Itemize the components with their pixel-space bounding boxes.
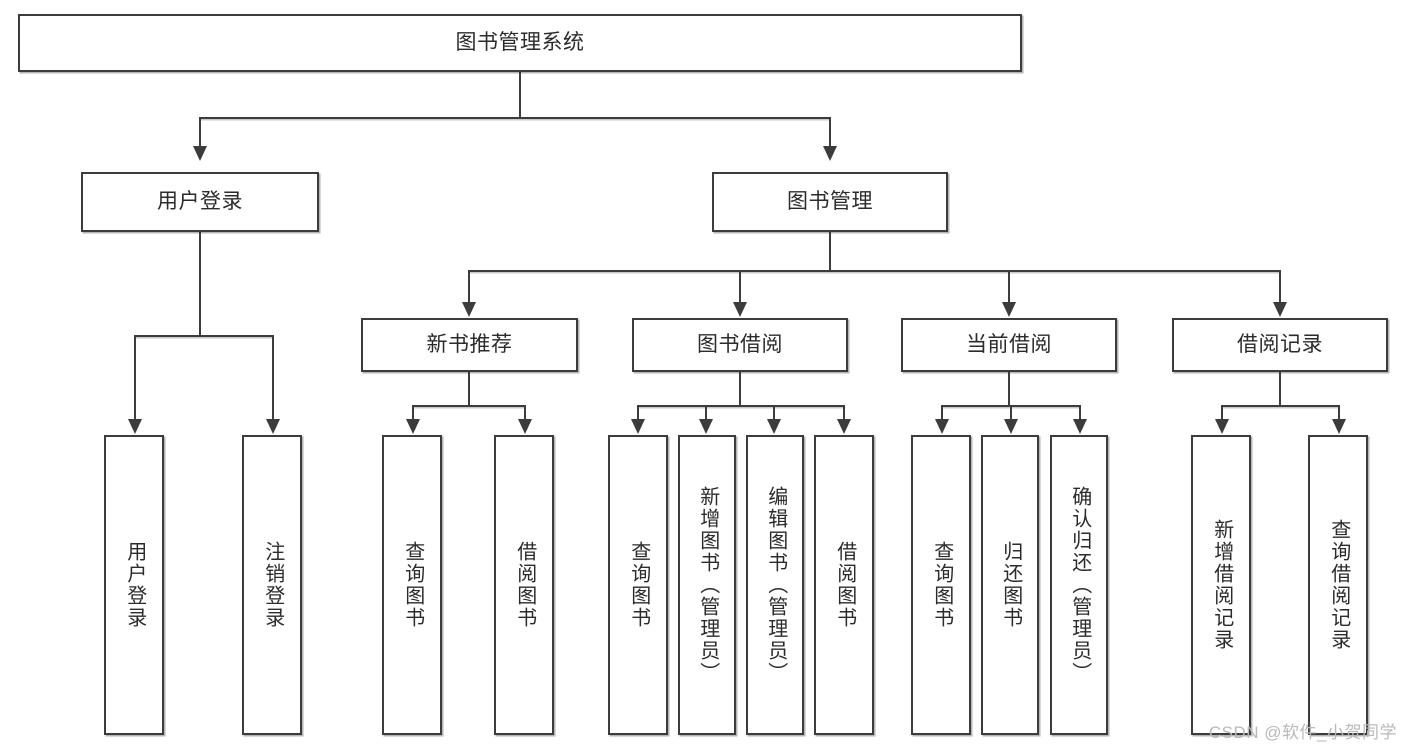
arrow-book-borrow-child-3 [767,419,781,434]
node-label: 查询图书 [401,541,424,629]
leaf-new-book-borrow-book[interactable]: 借阅图书 [494,435,554,735]
arrow-borrow-record-child-1 [1215,419,1229,434]
arrow-to-borrow-record [1273,302,1287,317]
node-label: 查询借阅记录 [1327,519,1350,651]
connector-current-borrow-stem [1008,372,1010,406]
node-current-borrow[interactable]: 当前借阅 [901,318,1117,372]
node-label: 归还图书 [999,541,1022,629]
node-label: 图书管理系统 [455,30,585,54]
arrow-current-borrow-child-1 [935,419,949,434]
node-label: 借阅图书 [833,541,856,629]
connector-level3-bus [468,270,1280,272]
connector-new-book-child-1 [412,405,414,420]
leaf-borrow-record-add-record[interactable]: 新增借阅记录 [1191,435,1251,735]
connector-current-borrow-child-1 [941,405,943,420]
connector-borrow-record-stem [1279,372,1281,406]
node-label: 图书管理 [787,189,873,213]
connector-book-borrow-stem [739,372,741,406]
node-label: 用户登录 [123,541,146,629]
node-borrow-record[interactable]: 借阅记录 [1172,318,1388,372]
leaf-book-borrow-query-book[interactable]: 查询图书 [608,435,668,735]
arrow-to-current-borrow [1002,302,1016,317]
connector-to-user-login [199,117,201,147]
arrow-book-borrow-child-2 [699,419,713,434]
arrow-to-leaf-logout [266,419,280,434]
leaf-book-borrow-edit-book-admin[interactable]: 编辑图书（管理员） [746,435,804,735]
node-label: 图书借阅 [697,332,783,356]
node-label: 新增借阅记录 [1210,519,1233,651]
connector-book-borrow-bus [637,405,845,407]
connector-new-book-bus [412,405,524,407]
node-book-borrow[interactable]: 图书借阅 [632,318,848,372]
connector-to-borrow-record [1279,270,1281,303]
node-label: 编辑图书（管理员） [764,486,787,684]
leaf-current-borrow-confirm-return-admin[interactable]: 确认归还（管理员） [1050,435,1108,735]
connector-current-borrow-child-3 [1079,405,1081,420]
node-label: 新增图书（管理员） [696,486,719,684]
connector-to-leaf-user-login [134,335,136,420]
connector-borrow-record-child-1 [1221,405,1223,420]
connector-user-login-bus [134,335,272,337]
arrow-new-book-child-2 [518,419,532,434]
arrow-current-borrow-child-2 [1004,419,1018,434]
connector-book-borrow-child-4 [843,405,845,420]
arrow-borrow-record-child-2 [1332,419,1346,434]
node-user-login[interactable]: 用户登录 [81,172,319,232]
connector-book-borrow-child-3 [773,405,775,420]
connector-borrow-record-bus [1221,405,1338,407]
node-label: 确认归还（管理员） [1068,486,1091,684]
node-label: 用户登录 [157,189,243,213]
connector-book-management-stem [829,232,831,271]
arrow-to-user-login [193,146,207,161]
connector-book-borrow-child-2 [705,405,707,420]
leaf-current-borrow-query-book[interactable]: 查询图书 [911,435,971,735]
leaf-current-borrow-return-book[interactable]: 归还图书 [981,435,1039,735]
leaf-user-login[interactable]: 用户登录 [104,435,164,735]
arrow-to-leaf-user-login [128,419,142,434]
arrow-book-borrow-child-1 [631,419,645,434]
connector-borrow-record-child-2 [1338,405,1340,420]
connector-to-leaf-logout [272,335,274,420]
connector-to-new-book [468,270,470,303]
connector-new-book-stem [468,372,470,406]
node-label: 查询图书 [930,541,953,629]
arrow-new-book-child-1 [406,419,420,434]
node-book-management[interactable]: 图书管理 [712,172,948,232]
leaf-new-book-query-book[interactable]: 查询图书 [382,435,442,735]
node-label: 借阅记录 [1237,332,1323,356]
node-label: 借阅图书 [513,541,536,629]
leaf-book-borrow-borrow-book[interactable]: 借阅图书 [814,435,874,735]
connector-to-current-borrow [1008,270,1010,303]
connector-user-login-stem [199,232,201,336]
node-label: 注销登录 [261,541,284,629]
arrow-to-new-book [462,302,476,317]
node-new-book-recommend[interactable]: 新书推荐 [361,318,578,372]
leaf-borrow-record-query-record[interactable]: 查询借阅记录 [1308,435,1368,735]
node-root-book-management-system[interactable]: 图书管理系统 [18,14,1022,72]
connector-to-book-management [829,117,831,147]
connector-current-borrow-child-2 [1010,405,1012,420]
connector-level2-bus [199,117,831,119]
leaf-book-borrow-add-book-admin[interactable]: 新增图书（管理员） [678,435,736,735]
arrow-book-borrow-child-4 [837,419,851,434]
connector-root-stem [519,72,521,118]
arrow-current-borrow-child-3 [1073,419,1087,434]
connector-book-borrow-child-1 [637,405,639,420]
arrow-to-book-borrow [733,302,747,317]
connector-to-book-borrow [739,270,741,303]
node-label: 新书推荐 [426,332,513,356]
connector-new-book-child-2 [524,405,526,420]
node-label: 当前借阅 [966,332,1052,356]
node-label: 查询图书 [627,541,650,629]
leaf-logout[interactable]: 注销登录 [242,435,302,735]
arrow-to-book-management [823,146,837,161]
